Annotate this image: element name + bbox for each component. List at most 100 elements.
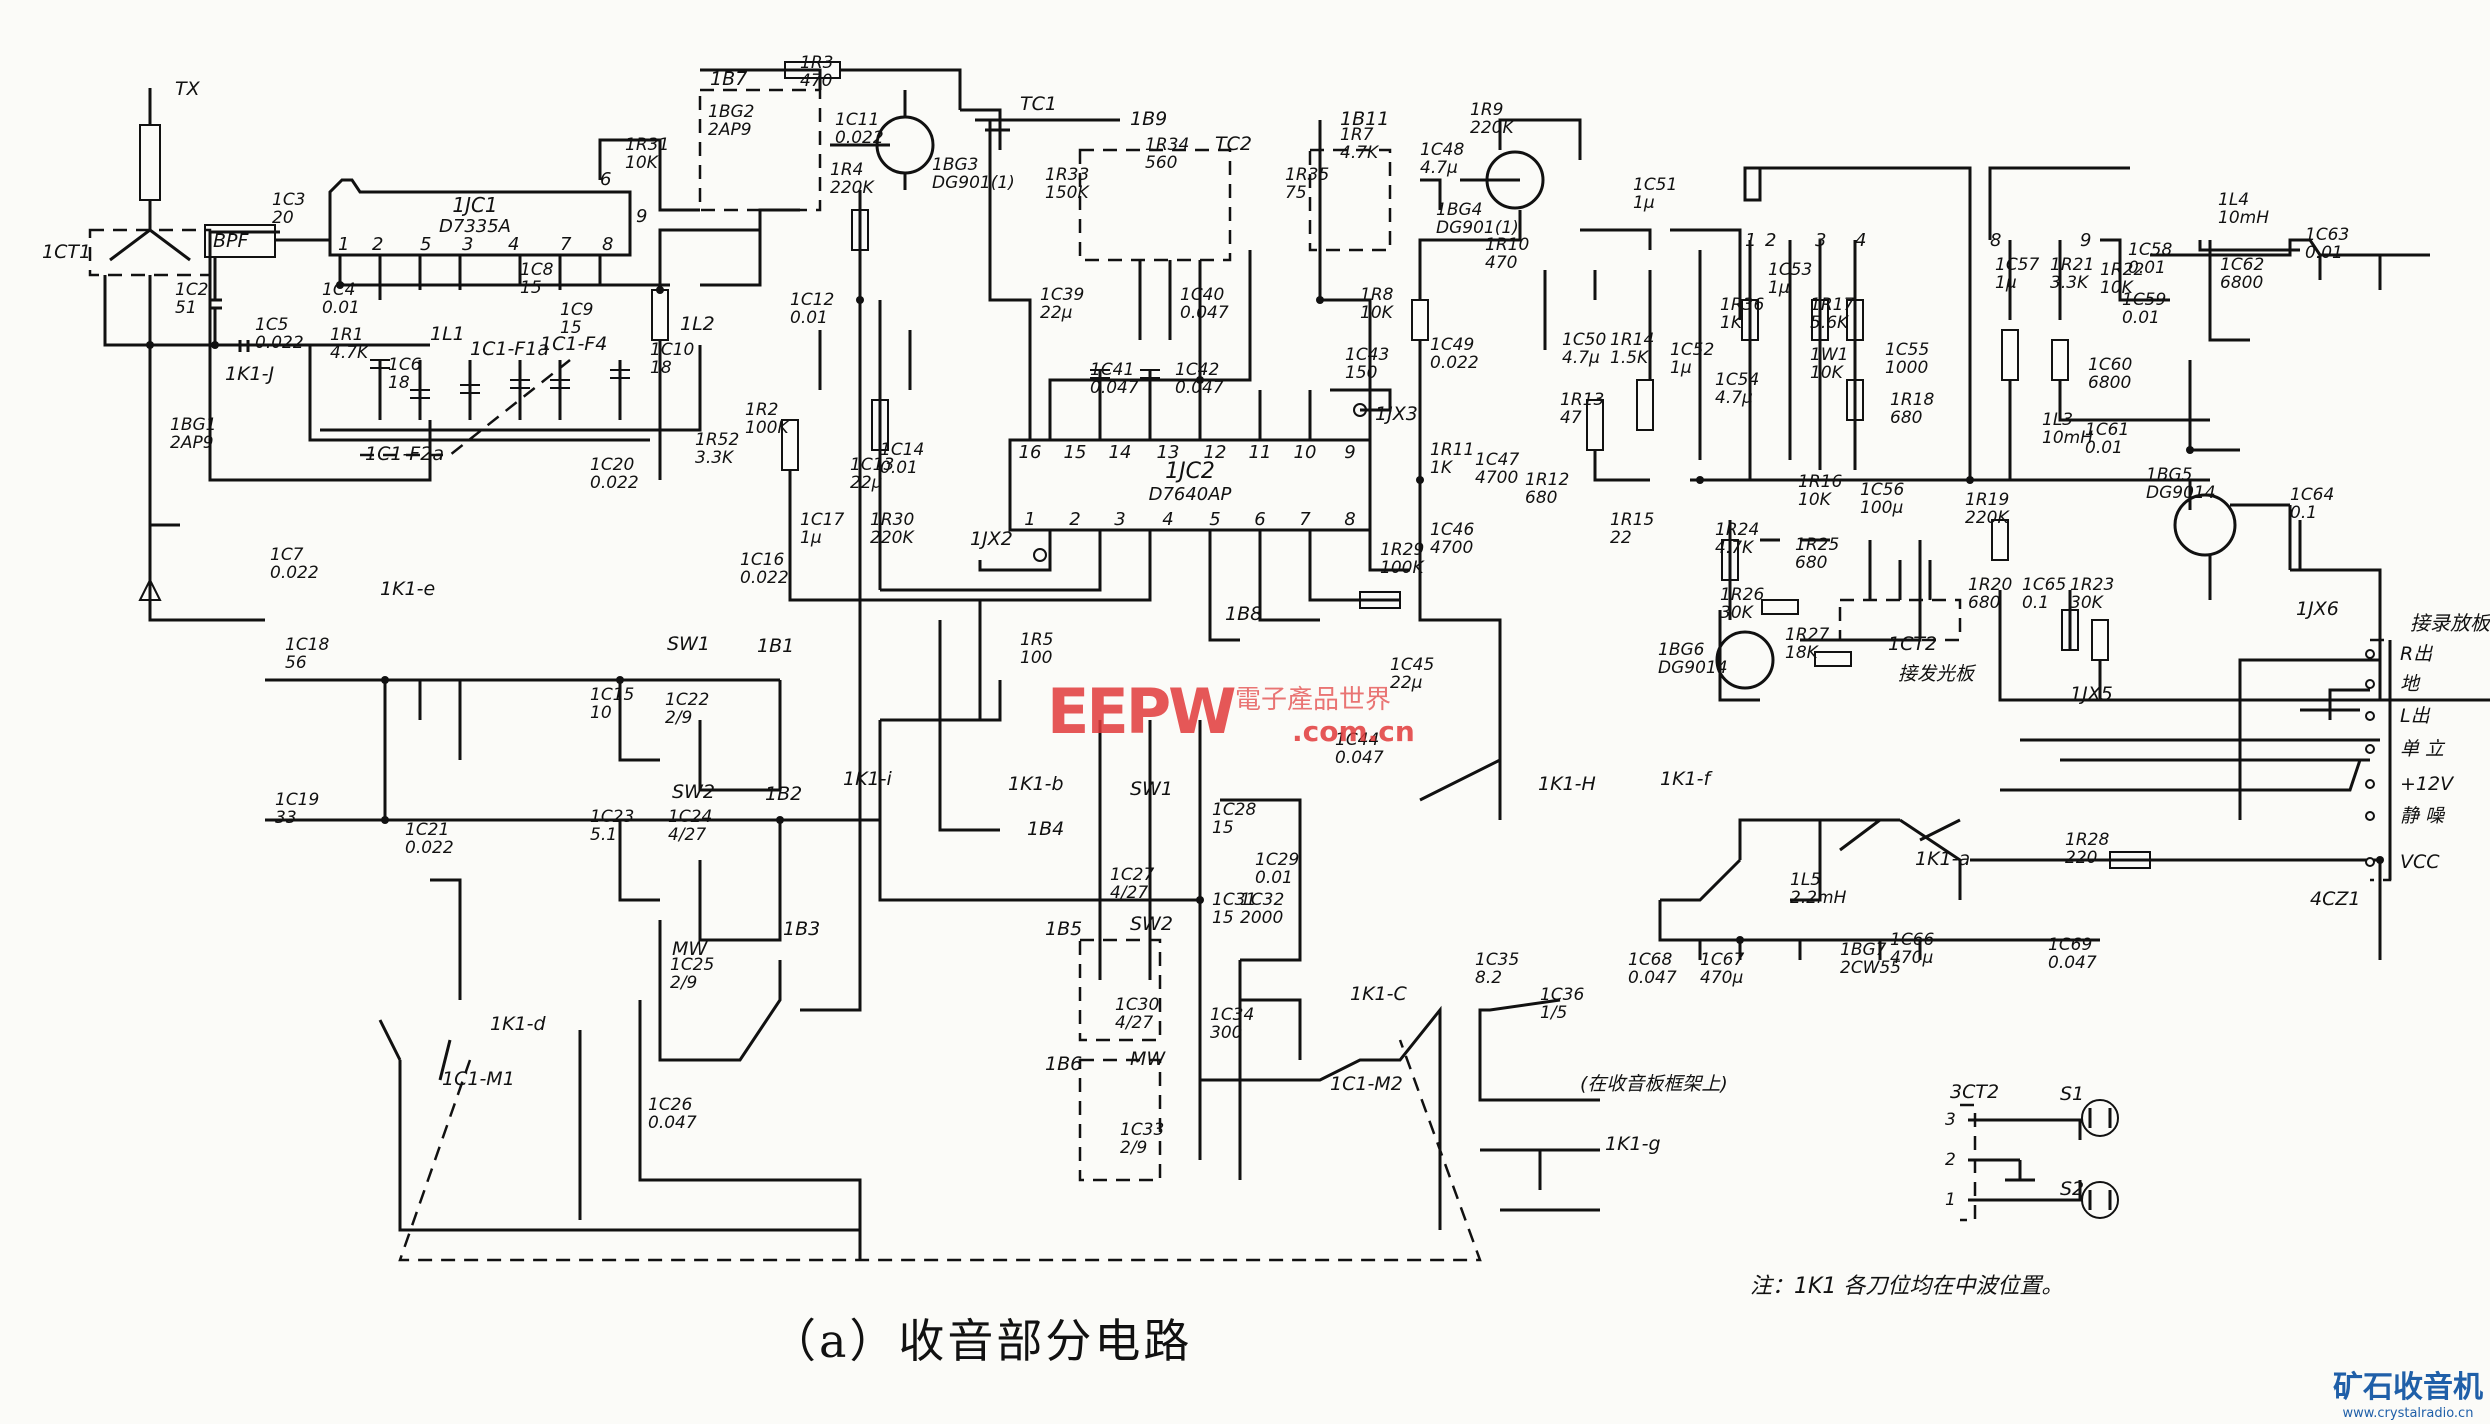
- label-c36-value: 1/5: [1540, 1003, 1567, 1023]
- ic-1jc1-pin-bottom-3: 3: [462, 234, 473, 255]
- front-end-wires: [204, 208, 800, 457]
- label-c42-ref: 1C42: [1175, 360, 1219, 380]
- label-c20-value: 0.022: [590, 473, 639, 493]
- junction-dots: [146, 281, 2384, 944]
- label-c60-ref: 1C60: [2088, 355, 2132, 375]
- label-r22-value: 10K: [2100, 278, 2135, 298]
- label-c26-ref: 1C26: [648, 1095, 693, 1115]
- label-k1j: 1K1-J: [225, 363, 274, 385]
- label-c10-value: 18: [650, 358, 672, 378]
- label-r14-value: 1.5K: [1610, 348, 1650, 368]
- label-c13-value: 22μ: [850, 473, 883, 493]
- connector-pin-0: R出: [2400, 643, 2433, 665]
- connector-pin-dot-4: [2365, 779, 2375, 789]
- ic-1jc1-part: D7335A: [439, 216, 511, 237]
- label-c58-ref: 1C58: [2128, 240, 2173, 260]
- label-l5-ref: 1L5: [1790, 870, 1821, 890]
- label-c63-ref: 1C63: [2305, 225, 2349, 245]
- label-r18-value: 680: [1890, 408, 1922, 428]
- label-l4-value: 10mH: [2218, 208, 2269, 228]
- label-mw: MW: [672, 938, 708, 960]
- label-c34-ref: 1C34: [1210, 1005, 1254, 1025]
- label-r13-value: 47: [1560, 408, 1582, 428]
- label-c5-value: 0.022: [255, 333, 304, 353]
- diagram-caption: （a）收音部分电路: [770, 1314, 1193, 1368]
- label-c33-value: 2/9: [1120, 1138, 1147, 1158]
- label-r22-ref: 1R22: [2100, 260, 2144, 280]
- label-r31-ref: 1R31: [625, 135, 669, 155]
- label-c25-ref: 1C25: [670, 955, 714, 975]
- label-c17-value: 1μ: [800, 528, 822, 548]
- label-c8-value: 15: [520, 278, 542, 298]
- speaker-connector-wires: [1960, 1099, 2119, 1222]
- label-r11-ref: 1R11: [1430, 440, 1474, 460]
- label-c56-value: 100μ: [1860, 498, 1903, 518]
- connector-pin-5: 静 噪: [2400, 805, 2446, 827]
- label-c9-ref: 1C9: [560, 300, 594, 320]
- ic-1jc1-pin-bottom-5: 7: [560, 234, 572, 255]
- label-r29-value: 100K: [1380, 558, 1425, 578]
- label-c66-value: 470μ: [1890, 948, 1933, 968]
- label-r29-ref: 1R29: [1380, 540, 1424, 560]
- label-k1b: 1K1-b: [1008, 773, 1064, 795]
- label-k1c: 1K1-C: [1350, 983, 1407, 1005]
- connector-pin-4: +12V: [2400, 773, 2455, 795]
- connector-pin-dot-5: [2365, 811, 2375, 821]
- connector-pin-1: 地: [2400, 673, 2421, 695]
- label-r14-ref: 1R14: [1610, 330, 1654, 350]
- connector-pin-6: VCC: [2400, 851, 2440, 873]
- connector-pin-dot-6: [2365, 857, 2375, 867]
- label-r21-ref: 1R21: [2050, 255, 2094, 275]
- label-r2-value: 100K: [745, 418, 790, 438]
- ic-1jc1-pin-bottom-0: 1: [338, 234, 349, 255]
- label-k1d: 1K1-d: [490, 1013, 546, 1035]
- ic-1jc1-pin-bottom-6: 8: [602, 234, 613, 255]
- label-c22-ref: 1C22: [665, 690, 709, 710]
- label-cm2: 1C1-M2: [1330, 1073, 1403, 1095]
- label-c11-ref: 1C11: [835, 110, 879, 130]
- label-c18-value: 56: [285, 653, 307, 673]
- label-c48-value: 4.7μ: [1420, 158, 1458, 178]
- label-cf2a: 1C1-F2a: [365, 443, 444, 465]
- label-b1: 1B1: [757, 635, 794, 657]
- label-c61-value: 0.01: [2085, 438, 2123, 458]
- label-l2: 1L2: [680, 313, 715, 335]
- label-sw2: SW2: [672, 781, 715, 803]
- label-r12-ref: 1R12: [1525, 470, 1569, 490]
- label-c50-ref: 1C50: [1562, 330, 1606, 350]
- label-c10-ref: 1C10: [650, 340, 694, 360]
- label-c69-ref: 1C69: [2048, 935, 2092, 955]
- diode-1BG2-ref: 1BG2: [708, 102, 754, 122]
- connector-pin-dot-2: [2365, 711, 2375, 721]
- ic-1jc3-pin-3: 4: [1855, 230, 1866, 251]
- label-ct3: 3CT2: [1950, 1081, 1999, 1103]
- diode-1BG1-type: 2AP9: [170, 433, 214, 453]
- label-c45-value: 22μ: [1390, 673, 1423, 693]
- label-c62-ref: 1C62: [2220, 255, 2264, 275]
- label-r34-ref: 1R34: [1145, 135, 1189, 155]
- connector-pin-dot-3: [2365, 744, 2375, 754]
- label-c21-ref: 1C21: [405, 820, 449, 840]
- label-c64-ref: 1C64: [2290, 485, 2334, 505]
- label-c46-value: 4700: [1430, 538, 1473, 558]
- ic-1jc1-id: 1JC1: [452, 193, 497, 217]
- label-r5-value: 100: [1020, 648, 1052, 668]
- label-c64-value: 0.1: [2290, 503, 2317, 523]
- label-r10-value: 470: [1485, 253, 1517, 273]
- label-ct2n: 接发光板: [1898, 663, 1977, 685]
- label-c23-value: 5.1: [590, 825, 617, 845]
- label-c47-ref: 1C47: [1475, 450, 1520, 470]
- ic-1jc1-pin-bottom-2: 5: [420, 234, 431, 255]
- label-r23-value: 30K: [2070, 593, 2105, 613]
- label-c39-ref: 1C39: [1040, 285, 1084, 305]
- label-r20-ref: 1R20: [1968, 575, 2012, 595]
- label-s2: S2: [2060, 1178, 2084, 1200]
- label-c16-ref: 1C16: [740, 550, 785, 570]
- label-r4-ref: 1R4: [830, 160, 863, 180]
- label-ct1: 1CT1: [42, 241, 91, 263]
- label-c52-ref: 1C52: [1670, 340, 1714, 360]
- label-c24-ref: 1C24: [668, 807, 712, 827]
